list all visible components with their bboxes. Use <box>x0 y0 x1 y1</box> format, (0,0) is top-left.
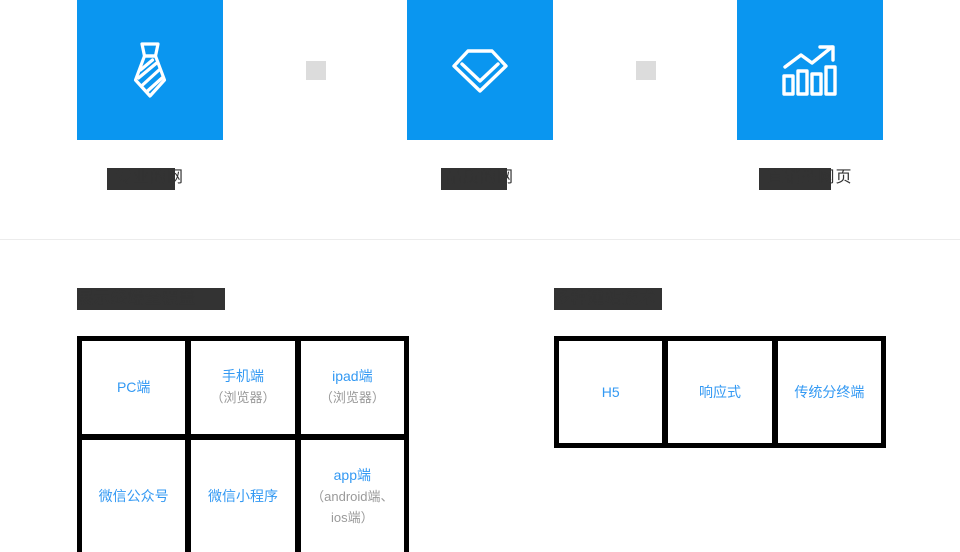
redaction-bar-1 <box>107 168 175 190</box>
grid-cell[interactable]: ipad端 （浏览器） <box>300 341 404 434</box>
terminal-coverage-column: 展示终端全覆盖 PC端 手机端 （浏览器） ipad端 （浏览器） 微信公众号 <box>77 288 409 552</box>
cell-main-label: 微信小程序 <box>207 487 278 504</box>
hero-label-2: 品质的网 <box>407 168 553 190</box>
terminal-coverage-title-text: 展示终端全覆盖 <box>77 290 197 307</box>
hero-tile-3 <box>737 0 883 140</box>
grid-cell[interactable]: PC端 <box>82 341 186 434</box>
diamond-gem-icon <box>449 41 511 99</box>
hero-section: 专业的网 品质的网 <box>0 0 960 240</box>
cell-main-label: app端 <box>333 466 371 483</box>
hero-tile-1 <box>77 0 223 140</box>
necktie-icon <box>122 38 178 102</box>
terminal-coverage-grid: PC端 手机端 （浏览器） ipad端 （浏览器） 微信公众号 微信小程序 <box>77 336 409 552</box>
cell-main-label: 响应式 <box>698 383 741 400</box>
hero-separator-square-2 <box>636 61 656 80</box>
grid-cell[interactable]: app端 （android端、ios端） <box>300 439 404 552</box>
hero-label-1-text: 专业的网 <box>115 169 184 186</box>
hero-tile-2 <box>407 0 553 140</box>
hero-item-3[interactable]: 直销型网页 <box>737 0 883 190</box>
grid-cell[interactable]: H5 <box>559 341 663 443</box>
cell-main-label: 传统分终端 <box>794 383 865 400</box>
grid-cell[interactable]: 手机端 （浏览器） <box>191 341 295 434</box>
hero-label-2-text: 品质的网 <box>445 169 514 186</box>
cell-main-label: 微信公众号 <box>98 487 169 504</box>
build-tech-grid: H5 响应式 传统分终端 <box>554 336 886 448</box>
hero-item-1[interactable]: 专业的网 <box>77 0 223 190</box>
build-tech-title: 多种建站技术 <box>554 288 674 310</box>
cell-sub-label: （android端、ios端） <box>311 488 394 525</box>
grid-cell[interactable]: 响应式 <box>668 341 772 443</box>
hero-item-2[interactable]: 品质的网 <box>407 0 553 190</box>
cell-sub-label: （浏览器） <box>210 390 276 406</box>
build-tech-title-text: 多种建站技术 <box>554 290 657 307</box>
grid-cell[interactable]: 微信公众号 <box>82 439 186 552</box>
terminal-coverage-title: 展示终端全覆盖 <box>77 288 227 310</box>
hero-separator-square-1 <box>306 61 326 80</box>
hero-label-3-text: 直销型网页 <box>767 169 853 186</box>
cell-main-label: 手机端 <box>221 368 264 385</box>
redaction-bar-3 <box>759 168 831 190</box>
grid-cell[interactable]: 传统分终端 <box>777 341 881 443</box>
hero-label-1: 专业的网 <box>77 168 223 190</box>
redaction-bar-2 <box>441 168 507 190</box>
cell-sub-label: （浏览器） <box>319 390 385 406</box>
cell-main-label: PC端 <box>116 378 151 395</box>
hero-label-3: 直销型网页 <box>737 168 883 190</box>
redaction-bar-left-title <box>77 288 225 310</box>
cell-main-label: H5 <box>601 383 620 400</box>
bar-chart-growth-icon <box>780 41 840 99</box>
build-tech-column: 多种建站技术 H5 响应式 传统分终端 <box>554 288 886 448</box>
redaction-bar-right-title <box>554 288 662 310</box>
lower-section: 展示终端全覆盖 PC端 手机端 （浏览器） ipad端 （浏览器） 微信公众号 <box>0 240 960 552</box>
grid-cell[interactable]: 微信小程序 <box>191 439 295 552</box>
cell-main-label: ipad端 <box>332 368 373 385</box>
